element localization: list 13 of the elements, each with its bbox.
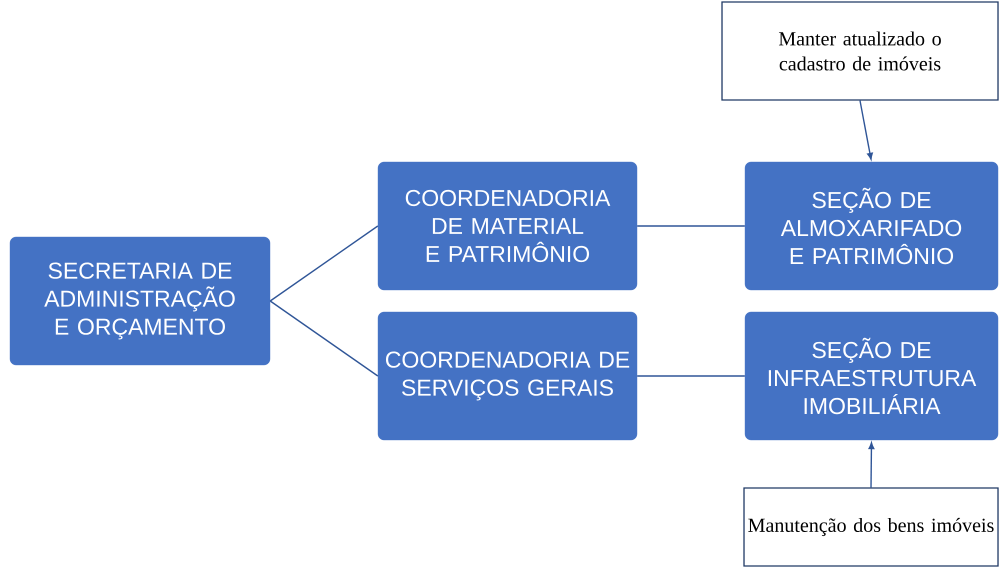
org-box: SEÇÃO DE INFRAESTRUTURA IMOBILIÁRIA [744,312,998,440]
org-box: SEÇÃO DE ALMOXARIFADO E PATRIMÔNIO [744,162,998,290]
arrow [868,442,874,488]
org-box: COORDENADORIA DE MATERIAL E PATRIMÔNIO [378,162,638,290]
connector-line [270,225,378,302]
connector-line [637,375,745,377]
connector-line [637,225,745,227]
note-box: Manutenção dos bens imóveis [743,487,999,567]
note-box: Manter atualizado o cadastro de imóveis [721,1,999,101]
org-box: SECRETARIA DE ADMINISTRAÇÃO E ORÇAMENTO [10,236,270,366]
connector-line [270,300,378,377]
arrow [859,100,873,160]
org-box: COORDENADORIA DE SERVIÇOS GERAIS [378,312,638,440]
